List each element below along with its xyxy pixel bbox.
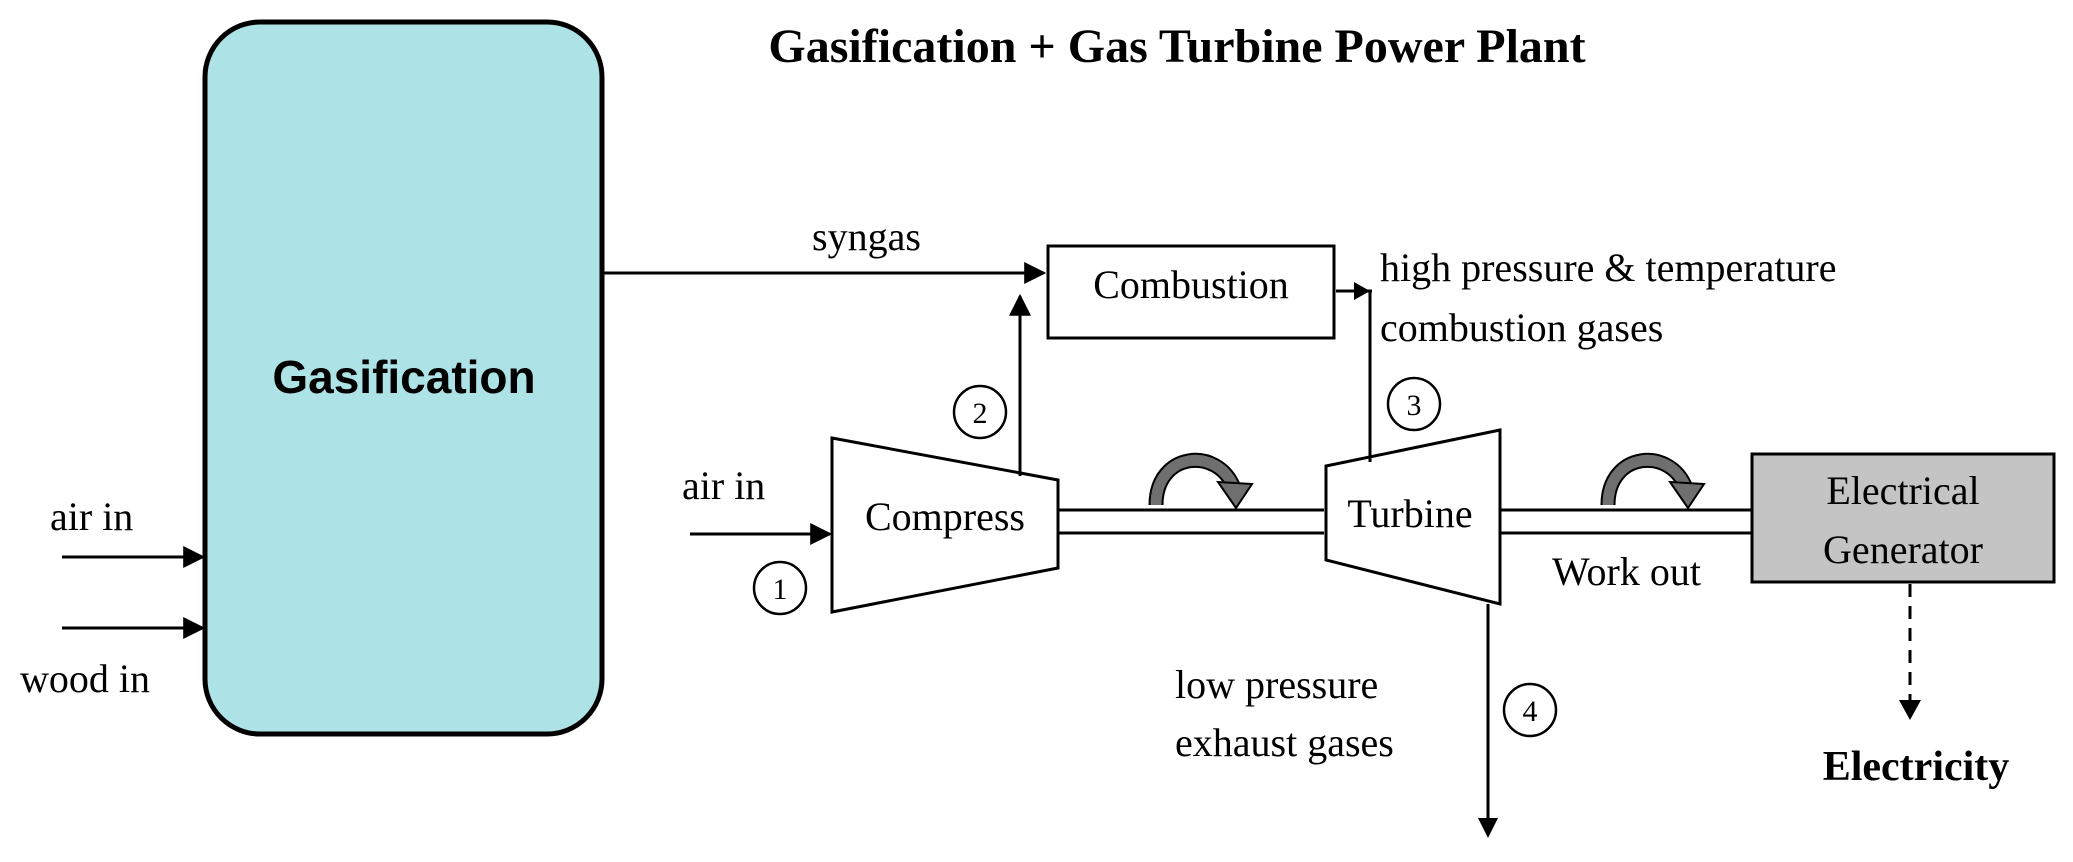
state-point-4: 4 (1502, 682, 1558, 738)
turbine-label: Turbine (1347, 491, 1472, 536)
state-point-number: 1 (773, 573, 788, 606)
wood-in-label: wood in (20, 656, 150, 701)
compressor-air-in-label: air in (682, 463, 765, 508)
compressor (830, 436, 1060, 614)
electricity-label: Electricity (1823, 744, 2010, 790)
work-out-label: Work out (1552, 549, 1701, 594)
diagram-title: Gasification + Gas Turbine Power Plant (768, 20, 1585, 73)
exhaust-label-line2: exhaust gases (1175, 720, 1394, 765)
turbine (1324, 428, 1502, 606)
state-point-1: 1 (752, 560, 808, 616)
state-point-number: 4 (1523, 695, 1538, 728)
combustion-label: Combustion (1093, 262, 1289, 307)
gasifier-vessel (202, 19, 605, 737)
state-point-circle (952, 384, 1008, 440)
combustion-chamber (1046, 244, 1336, 340)
state-point-circle (1502, 682, 1558, 738)
electrical-generator (1750, 452, 2056, 584)
state-point-number: 2 (973, 397, 988, 430)
rotation-arrow-body (1150, 454, 1240, 506)
state-point-circle (1386, 376, 1442, 432)
air-in-label: air in (50, 494, 133, 539)
hot-gas-label-line2: combustion gases (1380, 305, 1663, 350)
compressor-label: Compress (865, 494, 1025, 539)
state-point-number: 3 (1407, 389, 1422, 422)
rotation-arrow-head (1216, 480, 1254, 510)
exhaust-label-line1: low pressure (1175, 662, 1378, 707)
rotation-arrow-head (1668, 480, 1706, 510)
generator-label-line2: Generator (1823, 527, 1983, 572)
gasifier-label: Gasification (272, 351, 535, 403)
hot-gas-label-line1: high pressure & temperature (1380, 245, 1837, 290)
state-point-2: 2 (952, 384, 1008, 440)
state-point-3: 3 (1386, 376, 1442, 432)
generator-label-line1: Electrical (1826, 468, 1979, 513)
rotation-arrow-icon (1148, 452, 1254, 510)
state-point-circle (752, 560, 808, 616)
hot-gas-arrowhead (1354, 282, 1370, 300)
rotation-arrow-icon (1600, 452, 1706, 510)
electricity-arrowhead (1899, 700, 1921, 720)
rotation-arrow-body (1602, 454, 1692, 506)
syngas-label: syngas (812, 214, 921, 259)
exhaust-arrowhead (1478, 818, 1498, 838)
